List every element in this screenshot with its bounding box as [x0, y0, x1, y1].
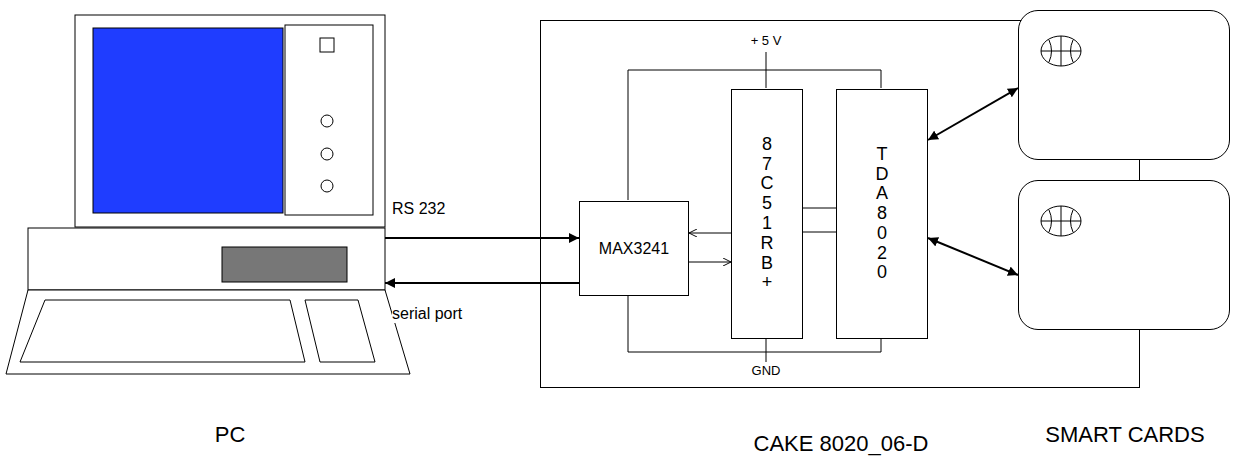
computer-illustration [0, 0, 420, 380]
vertical-label: TDA8020 [873, 145, 891, 284]
group-label: SMART CARDS [1045, 422, 1204, 448]
node-label: MAX3241 [599, 240, 669, 258]
supply-label: + 5 V [751, 33, 782, 48]
connector [928, 238, 1018, 275]
transceiver-box: MAX3241 [579, 201, 689, 296]
connector [385, 282, 579, 284]
ground-label: GND [752, 363, 781, 378]
vertical-label: 87C51RB+ [758, 135, 776, 293]
smart-card [1018, 180, 1230, 330]
connector [385, 237, 579, 239]
smart-card [1018, 10, 1230, 160]
connector-label: serial port [392, 305, 462, 323]
interface-box: TDA8020 [836, 89, 928, 339]
chip-icon [1039, 201, 1099, 241]
microcontroller-box: 87C51RB+ [731, 89, 803, 339]
connector [689, 262, 731, 263]
pc-node: PC [20, 10, 385, 455]
node-label: PC [215, 422, 246, 448]
connector [803, 208, 836, 209]
connector [803, 232, 836, 233]
connector-label: RS 232 [392, 200, 445, 218]
node-label: CAKE 8020_06-D [754, 431, 929, 457]
connector [689, 233, 731, 234]
chip-icon [1039, 31, 1099, 71]
connector [928, 88, 1018, 140]
